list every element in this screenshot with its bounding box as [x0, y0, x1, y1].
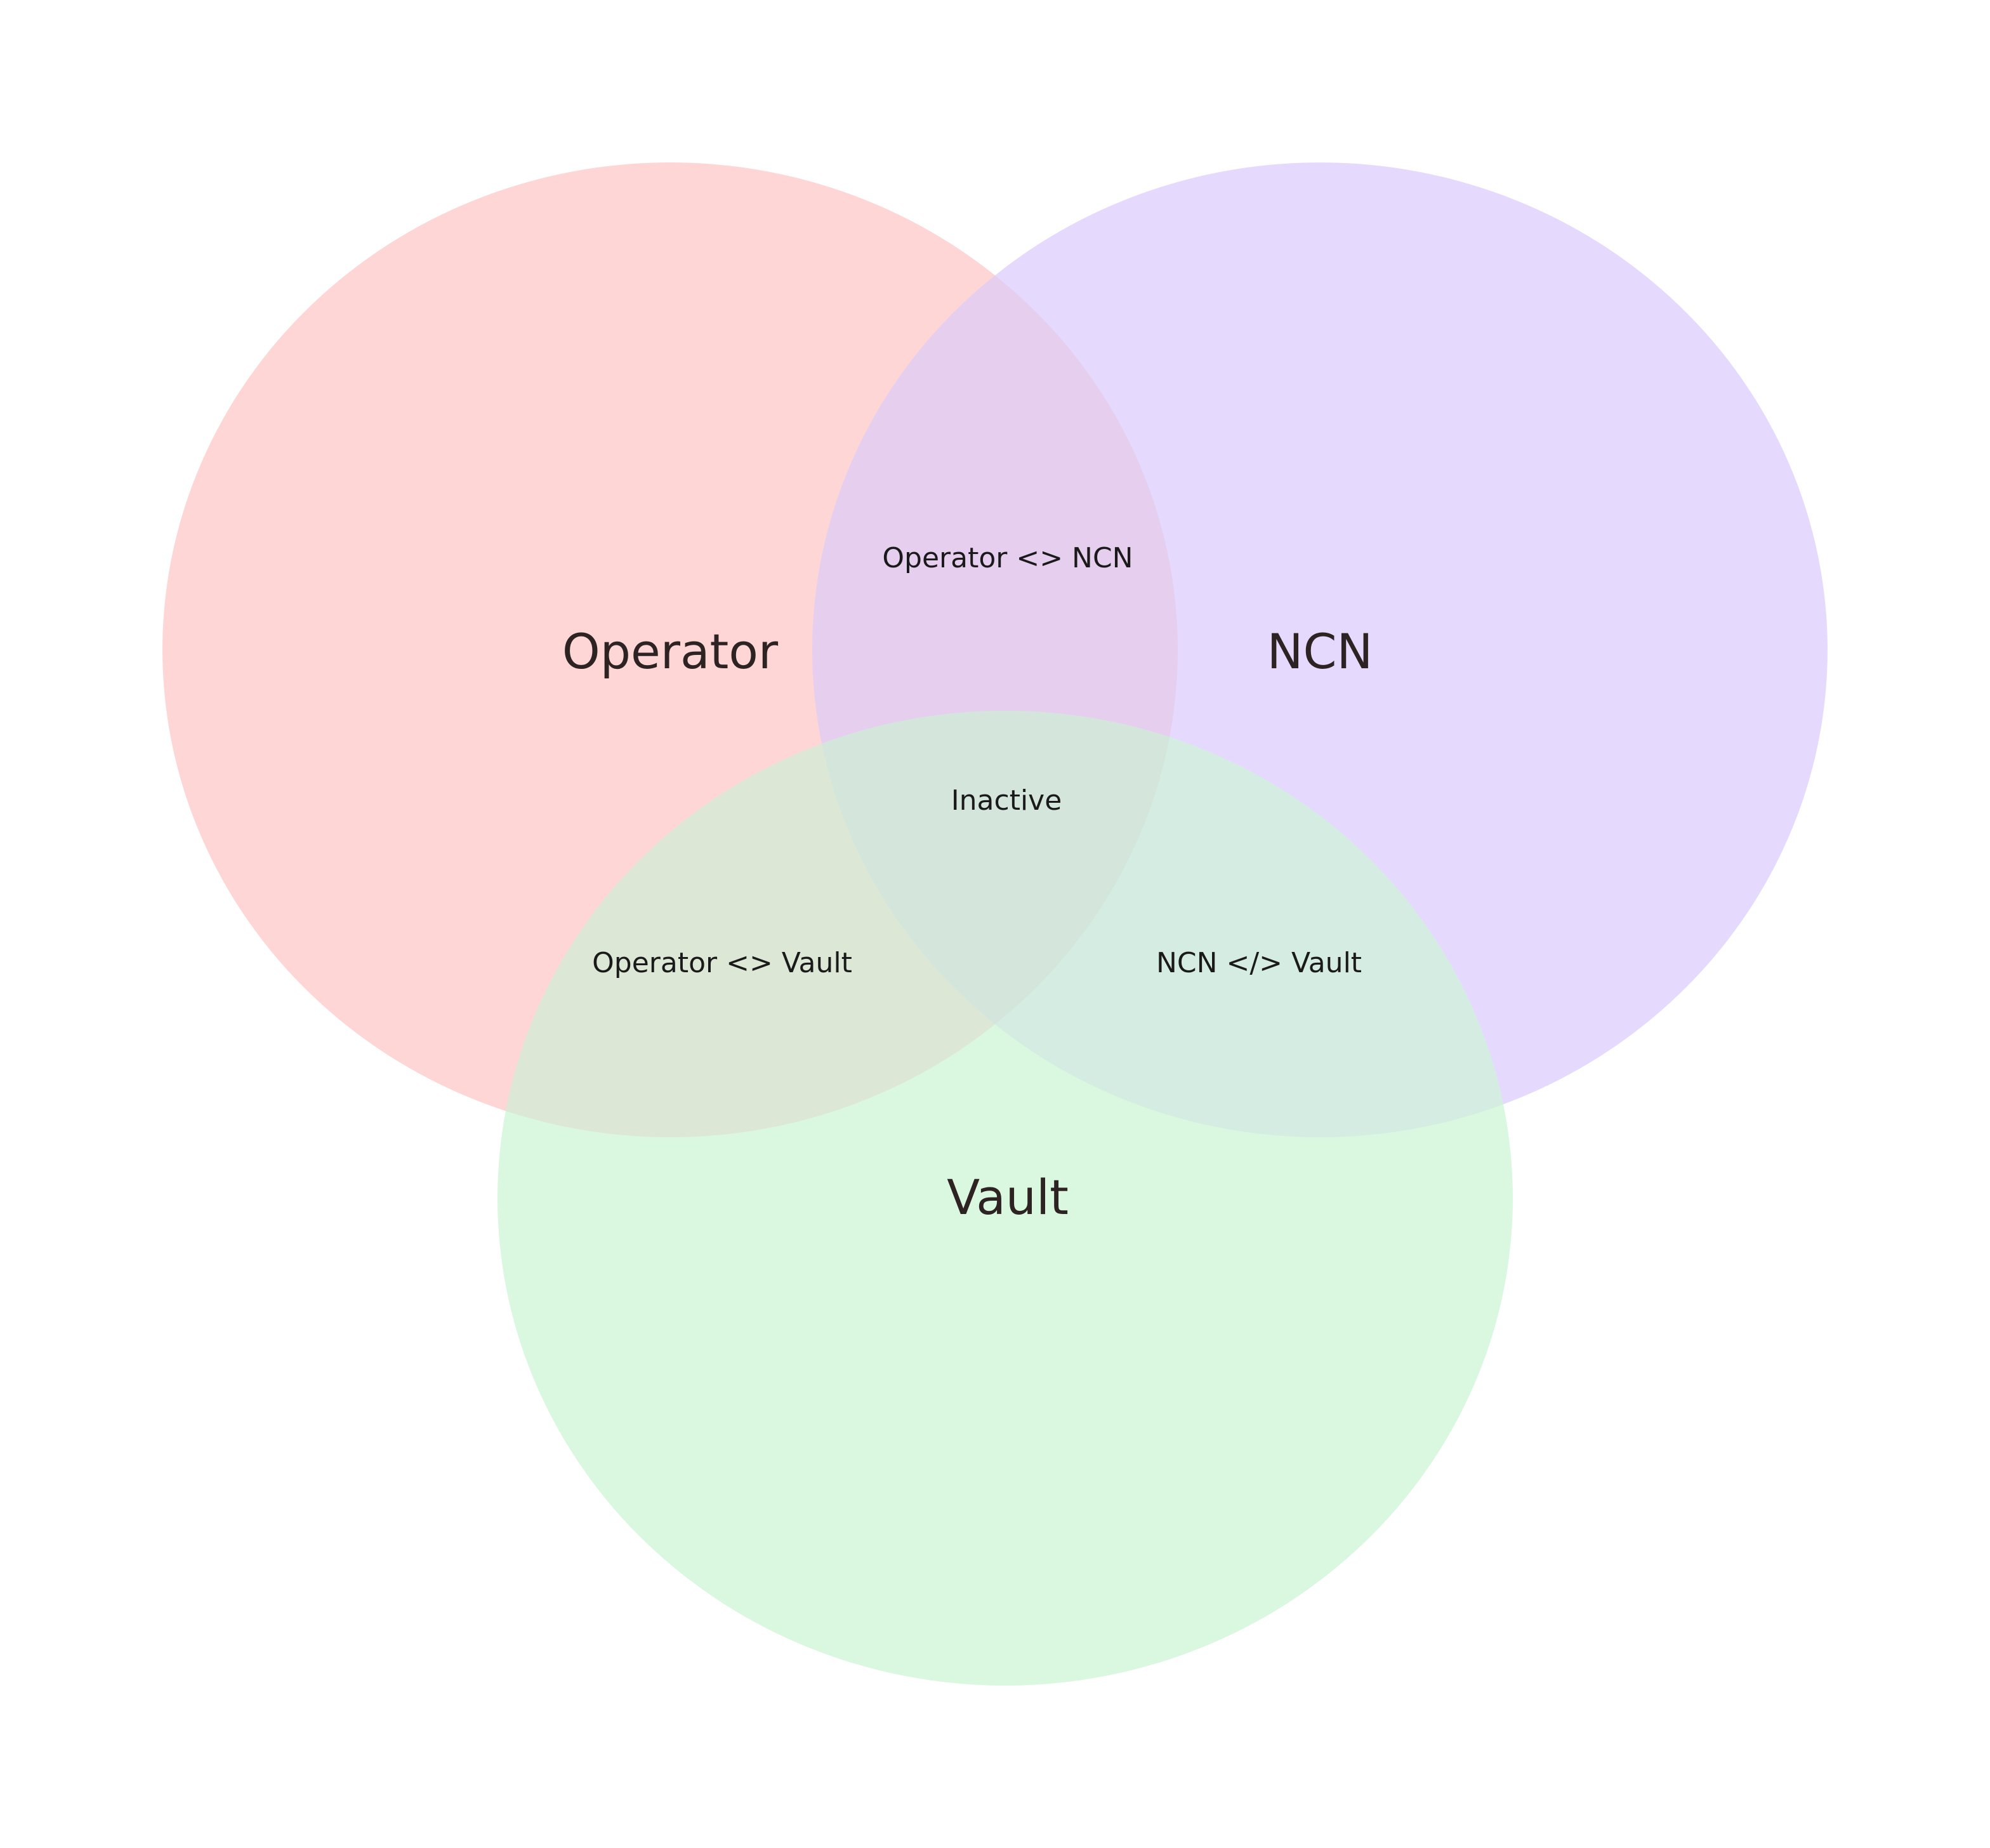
operator-vault-label: Operator <> Vault: [592, 947, 852, 979]
vault-set-label: Vault: [947, 1169, 1069, 1225]
all-sets-label: Inactive: [951, 784, 1062, 817]
ncn-set-label: NCN: [1267, 623, 1373, 680]
operator-ncn-label: Operator <> NCN: [882, 542, 1133, 574]
ncn-vault-label: NCN </> Vault: [1156, 947, 1362, 979]
operator-vault-overlap: [498, 711, 1178, 1137]
operator-set-label: Operator: [562, 623, 779, 680]
ncn-vault-overlap: [812, 711, 1513, 1137]
